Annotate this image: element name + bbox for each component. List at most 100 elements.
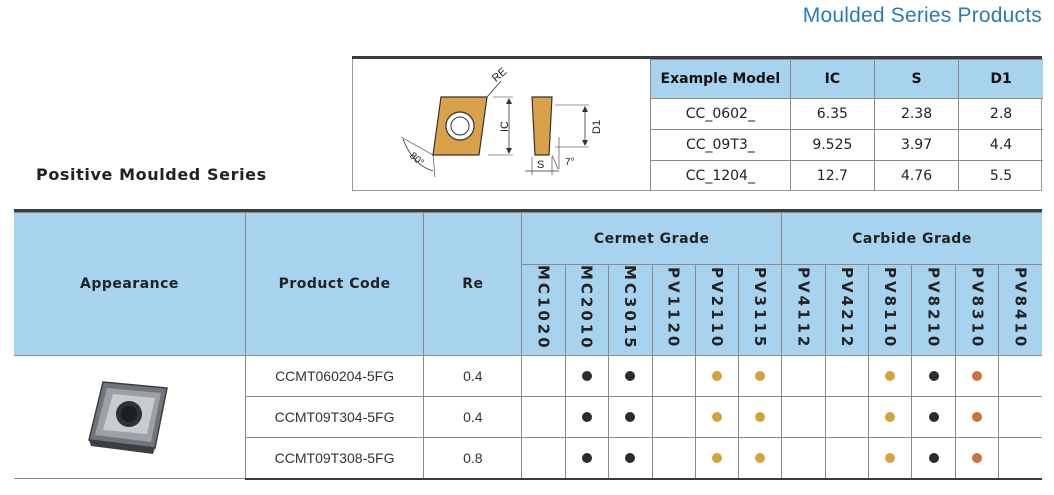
grade-header-mc2010: MC2010: [564, 264, 609, 356]
grade-cell: [651, 354, 696, 397]
availability-dot-icon: [885, 370, 896, 381]
grade-cell: [607, 354, 653, 397]
availability-dot-icon: [928, 452, 939, 463]
grade-label: PV8310: [968, 266, 987, 350]
spec-cell-ic: 9.525: [789, 129, 876, 161]
spec-cell-model: CC_09T3_: [650, 129, 791, 161]
insert-photo-icon: [88, 381, 169, 454]
grade-cell: [694, 354, 739, 397]
grade-cell: [955, 436, 1000, 480]
availability-dot-icon: [972, 411, 983, 422]
label-s: S: [537, 159, 544, 171]
grade-label: PV4212: [838, 266, 857, 350]
availability-dot-icon: [754, 411, 765, 422]
grade-cell: [737, 436, 782, 480]
grade-cell: [825, 354, 870, 397]
grade-cell: [825, 436, 870, 480]
spec-table: Example Model IC S D1 CC_0602_ 6.35 2.38…: [650, 59, 1043, 191]
spec-header-d1: D1: [958, 59, 1043, 99]
spec-header-ic: IC: [789, 59, 876, 99]
spec-cell-model: CC_1204_: [650, 160, 791, 191]
grade-label: PV8410: [1011, 266, 1030, 350]
grade-cell: [607, 395, 653, 438]
grade-header-pv4212: PV4212: [825, 264, 870, 356]
spec-row: CC_1204_ 12.7 4.76 5.5: [650, 160, 1043, 191]
grade-cell: [607, 436, 653, 480]
availability-dot-icon: [885, 411, 896, 422]
grade-cell: [911, 354, 957, 397]
availability-dot-icon: [625, 452, 636, 463]
label-clearance: 7°: [565, 157, 575, 168]
grade-header-mc1020: MC1020: [521, 264, 566, 356]
grade-header-pv8210: PV8210: [911, 264, 957, 356]
grade-cell: [780, 436, 827, 480]
insert-side-view: [531, 96, 553, 156]
grade-cell: [521, 354, 566, 397]
grade-cell: [868, 354, 913, 397]
top-divider: [352, 56, 1042, 59]
grade-header-pv4112: PV4112: [780, 264, 827, 356]
spec-cell-s: 2.38: [873, 98, 960, 130]
re-value: 0.4: [423, 395, 523, 438]
grade-cell: [868, 436, 913, 480]
availability-dot-icon: [581, 411, 592, 422]
spec-panel: RE IC 80° D1 S 7° Example Mo: [352, 59, 1043, 191]
grade-header-pv8310: PV8310: [955, 264, 1000, 356]
grade-label: PV4112: [794, 266, 813, 350]
availability-dot-icon: [711, 370, 722, 381]
product-code: CCMT09T308-5FG: [245, 436, 425, 480]
availability-dot-icon: [754, 452, 765, 463]
grade-cell: [694, 436, 739, 480]
grade-cell: [651, 395, 696, 438]
availability-dot-icon: [581, 452, 592, 463]
spec-cell-d1: 5.5: [958, 160, 1043, 191]
grade-cell: [780, 354, 827, 397]
product-code: CCMT09T304-5FG: [245, 395, 425, 438]
spec-cell-d1: 4.4: [958, 129, 1043, 161]
re-value: 0.8: [423, 436, 523, 480]
spec-cell-s: 4.76: [873, 160, 960, 191]
grade-label: PV1120: [664, 266, 683, 350]
grade-cell: [998, 395, 1042, 438]
appearance-cell: [14, 354, 246, 480]
availability-dot-icon: [885, 452, 896, 463]
grade-label: MC1020: [534, 265, 553, 351]
grade-cell: [521, 436, 566, 480]
grade-table: Appearance Product Code Re Cermet Grade …: [14, 212, 1042, 480]
label-re: RE: [490, 66, 509, 85]
grade-cell: [955, 354, 1000, 397]
grade-header-pv2110: PV2110: [694, 264, 739, 356]
grade-header-pv3115: PV3115: [737, 264, 782, 356]
header-product-code: Product Code: [244, 212, 425, 356]
header-appearance: Appearance: [14, 212, 246, 356]
availability-dot-icon: [972, 370, 983, 381]
spec-header-row: Example Model IC S D1: [650, 59, 1043, 99]
re-value: 0.4: [423, 354, 523, 397]
label-d1: D1: [591, 120, 603, 134]
grade-cell: [955, 395, 1000, 438]
grade-cell: [564, 354, 609, 397]
header-carbide-grade: Carbide Grade: [780, 212, 1042, 265]
section-title: Positive Moulded Series: [36, 165, 267, 184]
availability-dot-icon: [928, 370, 939, 381]
grade-cell: [780, 395, 827, 438]
availability-dot-icon: [625, 370, 636, 381]
availability-dot-icon: [972, 452, 983, 463]
grade-cell: [868, 395, 913, 438]
spec-cell-s: 3.97: [873, 129, 960, 161]
grade-cell: [564, 395, 609, 438]
grade-cell: [911, 395, 957, 438]
spec-cell-model: CC_0602_: [650, 98, 791, 130]
grade-cell: [911, 436, 957, 480]
grade-cell: [694, 395, 739, 438]
grade-cell: [651, 436, 696, 480]
spec-cell-d1: 2.8: [958, 98, 1043, 130]
product-code: CCMT060204-5FG: [244, 354, 425, 397]
grade-header-pv8410: PV8410: [998, 264, 1042, 356]
spec-cell-ic: 12.7: [789, 160, 876, 191]
